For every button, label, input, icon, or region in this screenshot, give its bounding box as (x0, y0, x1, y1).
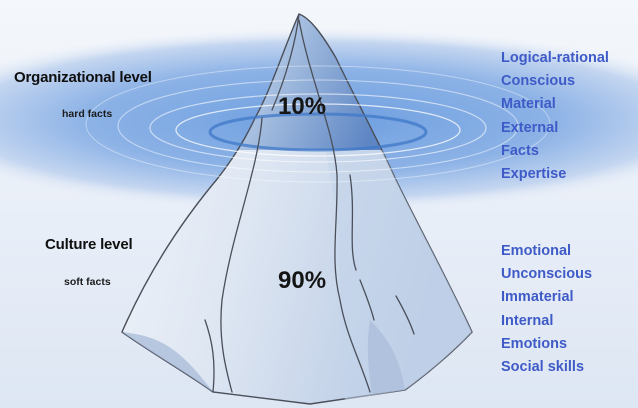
hard-facts-label: hard facts (62, 108, 113, 120)
trait-item: Emotions (501, 335, 568, 352)
organizational-level-label: Organizational level (14, 69, 152, 86)
trait-item: External (501, 119, 559, 136)
trait-item: Internal (501, 312, 554, 329)
trait-item: Conscious (501, 73, 576, 90)
visible-percent: 10% (278, 93, 327, 120)
trait-item: Material (501, 96, 556, 113)
hidden-traits-list: Emotional Unconscious Immaterial Interna… (501, 240, 592, 379)
soft-facts-label: soft facts (64, 276, 111, 288)
trait-item: Expertise (501, 166, 567, 183)
trait-item: Unconscious (501, 266, 593, 283)
trait-item: Emotional (501, 243, 572, 259)
iceberg-cracks (204, 13, 415, 393)
culture-level-label: Culture level (45, 236, 133, 253)
hidden-percent: 90% (278, 267, 327, 294)
visible-traits-list: Logical-rational Conscious Material Exte… (501, 47, 609, 186)
trait-item: Facts (501, 142, 539, 159)
trait-item: Social skills (501, 359, 585, 376)
water-ripples (85, 65, 551, 183)
trait-item: Immaterial (501, 289, 574, 306)
trait-item: Logical-rational (501, 50, 609, 66)
